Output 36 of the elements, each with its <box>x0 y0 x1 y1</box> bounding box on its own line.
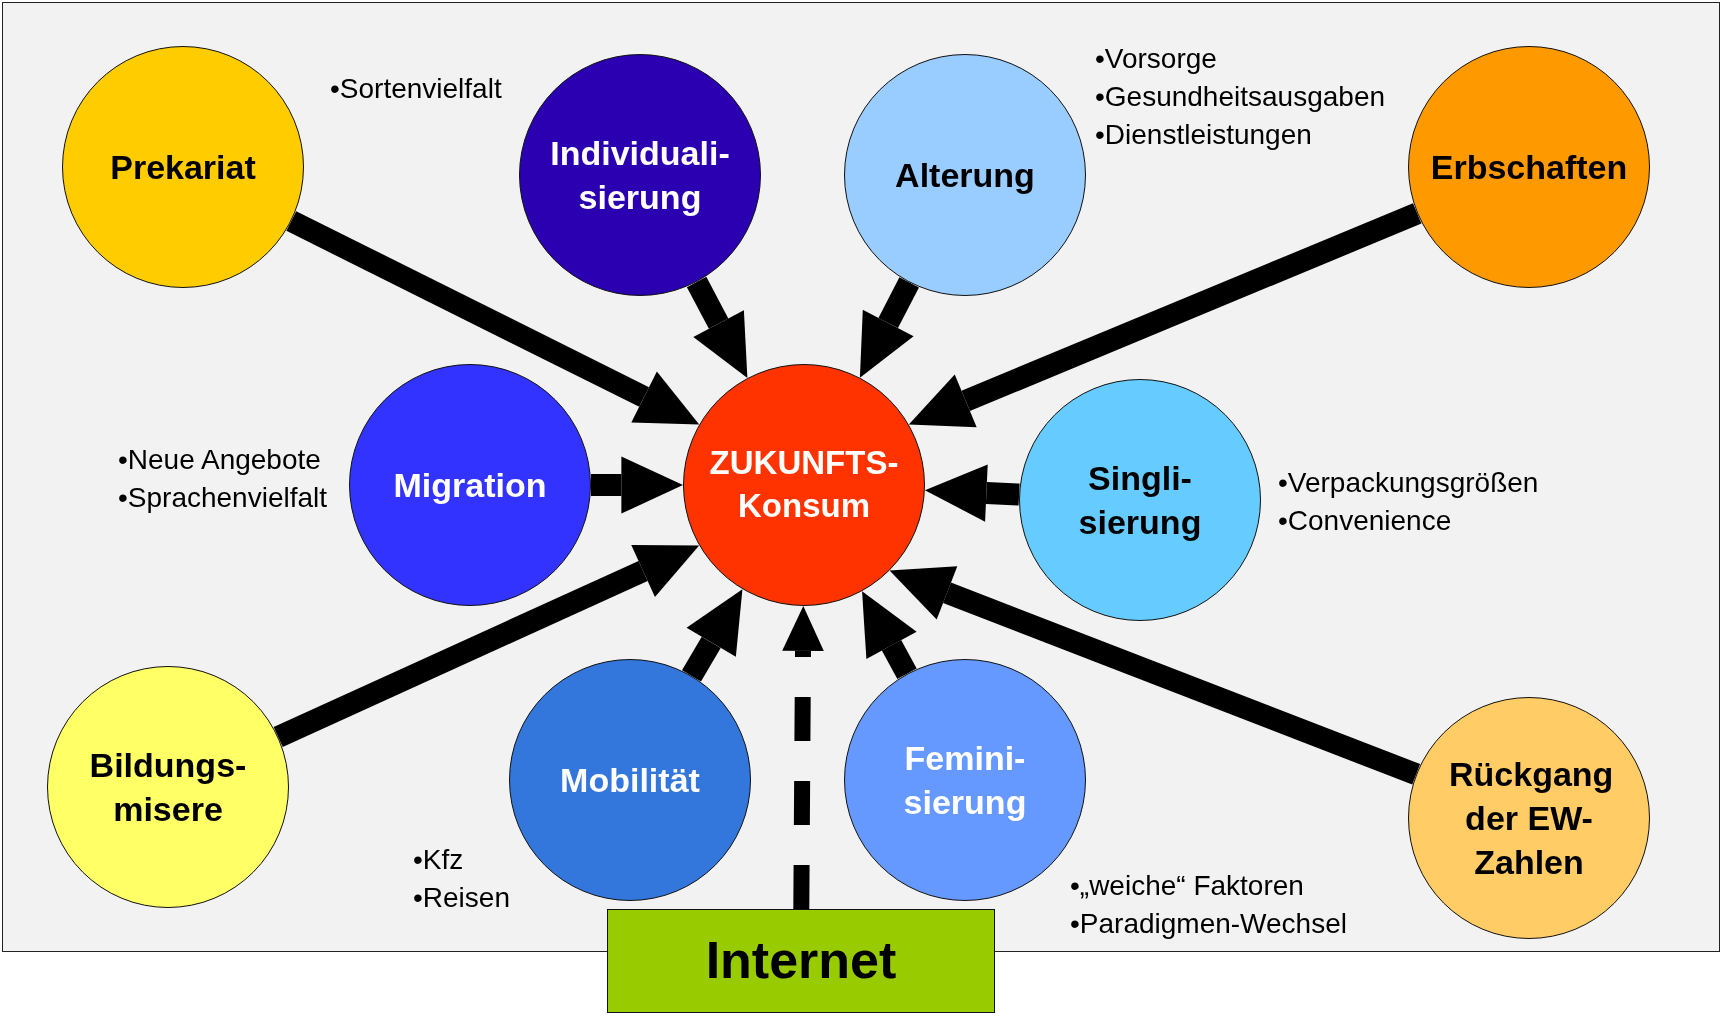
node-label: Singli- sierung <box>1077 457 1203 543</box>
bullet-text: •Verpackungsgrößen <box>1278 467 1539 499</box>
bullet-text: •Gesundheitsausgaben <box>1095 81 1386 113</box>
bullet-text: •Sortenvielfalt <box>330 73 502 105</box>
node-label: Prekariat <box>110 146 256 188</box>
bullet-text: •Kfz <box>413 844 464 876</box>
node-label: ZUKUNFTS- Konsum <box>708 443 900 526</box>
bullet-text: •„weiche“ Faktoren <box>1070 870 1304 902</box>
arrow <box>273 544 700 747</box>
arrow <box>889 566 1421 785</box>
node-label: Migration <box>393 464 547 506</box>
node-label: Femini- sierung <box>902 737 1028 823</box>
bullet-text: •Convenience <box>1278 505 1452 537</box>
bullet-text: •Neue Angebote <box>118 444 321 476</box>
bullet-text: •Sprachenvielfalt <box>118 482 328 514</box>
arrow <box>682 589 743 682</box>
node-label: Mobilität <box>560 759 700 801</box>
node-label: Internet <box>705 930 897 992</box>
node-label: Erbschaften <box>1430 146 1628 188</box>
arrow <box>924 464 1020 522</box>
bullet-text: •Dienstleistungen <box>1095 119 1312 151</box>
arrow <box>686 276 748 379</box>
arrow <box>908 203 1422 428</box>
arrow <box>782 606 824 910</box>
bullet-text: •Vorsorge <box>1095 43 1217 75</box>
node-label: Alterung <box>895 154 1035 196</box>
bullet-text: •Paradigmen-Wechsel <box>1070 908 1347 940</box>
arrow <box>862 591 917 680</box>
node-label: Rückgang der EW- Zahlen <box>1449 753 1609 884</box>
node-label: Individuali- sierung <box>549 132 731 218</box>
process-box <box>607 909 995 1013</box>
bullet-text: •Reisen <box>413 882 510 914</box>
arrow <box>591 456 683 514</box>
arrow <box>286 211 700 425</box>
node-label: Bildungs- misere <box>88 744 248 830</box>
arrow <box>859 277 919 378</box>
